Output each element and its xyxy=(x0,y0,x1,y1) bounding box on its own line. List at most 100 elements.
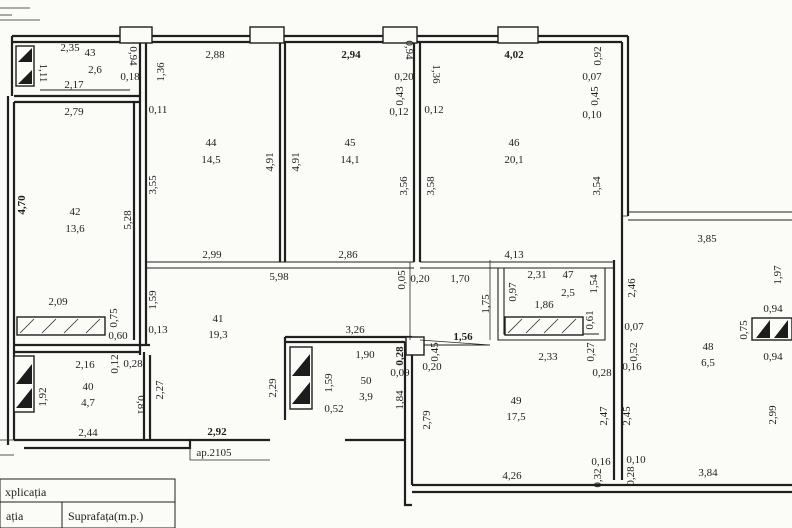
dimension-label: 3,84 xyxy=(698,467,718,479)
room-48-number: 48 xyxy=(703,341,715,353)
dimension-label: 1,86 xyxy=(534,299,554,311)
room-50-area: 3,9 xyxy=(359,391,373,403)
dimension-label: 3,58 xyxy=(425,176,437,196)
dimension-label: 0,20 xyxy=(410,273,430,285)
dimension-label: 5,98 xyxy=(269,271,289,283)
dimension-label: 2,94 xyxy=(341,49,361,61)
room-47-number: 47 xyxy=(563,269,575,281)
dimension-label: 2,99 xyxy=(767,405,779,425)
dimension-label: 0,12 xyxy=(424,104,443,116)
dimension-label: 0,43 xyxy=(394,86,406,106)
dimension-label: 4,02 xyxy=(504,49,524,61)
dimension-label: 1,56 xyxy=(453,331,473,343)
dimension-label: 1,75 xyxy=(480,294,492,314)
dimension-label: 0,28 xyxy=(394,346,406,366)
room-44-area: 14,5 xyxy=(201,154,221,166)
dimension-label: 2,16 xyxy=(75,359,95,371)
dimension-label: 2,17 xyxy=(64,79,84,91)
dimension-label: 0,32 xyxy=(592,468,604,487)
dimension-label: 1,59 xyxy=(147,290,159,310)
dimension-label: 4,13 xyxy=(504,249,524,261)
dimension-label: 0,20 xyxy=(422,361,442,373)
dimension-label: 0,13 xyxy=(148,324,168,336)
dimension-label: 0,97 xyxy=(507,282,519,302)
dimension-label: 1,59 xyxy=(323,373,335,393)
dimension-label: 0,16 xyxy=(622,361,642,373)
dimension-label: 0,28 xyxy=(592,367,612,379)
dimension-label: 2,35 xyxy=(60,42,80,54)
room-49-area: 17,5 xyxy=(506,411,526,423)
pillars xyxy=(119,26,539,356)
dimension-label: 4,26 xyxy=(502,470,522,482)
dimension-label: 1,54 xyxy=(588,274,600,294)
dimension-label: 2,33 xyxy=(538,351,558,363)
dimension-label: 2,99 xyxy=(202,249,222,261)
dimension-label: 2,44 xyxy=(78,427,98,439)
dimension-label: 0,28 xyxy=(123,358,143,370)
dimension-label: 0,16 xyxy=(591,456,611,468)
dimension-label: 0,52 xyxy=(324,403,343,415)
legend-title: xplicația xyxy=(5,485,47,499)
room-46-area: 20,1 xyxy=(504,154,523,166)
dimension-label: 1,92 xyxy=(37,387,49,406)
dimension-label: 1,11 xyxy=(37,64,49,83)
room-48-area: 6,5 xyxy=(701,357,715,369)
dimension-label: 0,75 xyxy=(738,320,750,340)
dimension-label: 0,81 xyxy=(135,395,147,414)
room-49-number: 49 xyxy=(511,395,523,407)
dimension-label: 2,92 xyxy=(207,426,227,438)
room-41-area: 19,3 xyxy=(208,329,228,341)
room-45-area: 14,1 xyxy=(340,154,359,166)
dimension-label: 0,45 xyxy=(429,342,441,362)
dimension-label: 3,85 xyxy=(697,233,717,245)
dimension-label: 0,05 xyxy=(396,270,408,290)
dimension-label: 0,27 xyxy=(585,342,597,362)
dimension-label: 2,27 xyxy=(154,380,166,400)
dimension-label: 0,45 xyxy=(589,86,601,106)
dimension-label: 3,56 xyxy=(398,176,410,196)
dimension-label: 1,97 xyxy=(772,265,784,285)
fixtures xyxy=(13,45,792,413)
dimension-label: 4,91 xyxy=(290,152,302,171)
dimension-label: 0,12 xyxy=(389,106,408,118)
dimension-label: 0,07 xyxy=(624,321,644,333)
dimension-label: 2,46 xyxy=(626,278,638,298)
dimension-label: 0,18 xyxy=(120,71,140,83)
dimension-label: 3,26 xyxy=(345,324,365,336)
dimension-label: 0,94 xyxy=(403,40,415,60)
apartment-label: ap.2105 xyxy=(196,447,232,459)
dimension-label: 0,52 xyxy=(628,342,640,361)
dimension-label: 0,94 xyxy=(763,303,783,315)
dimension-label: 0,60 xyxy=(108,330,128,342)
dimension-label: 2,88 xyxy=(205,49,225,61)
dimension-label: 0,75 xyxy=(108,308,120,328)
room-40-number: 40 xyxy=(83,381,95,393)
dimension-label: 0,10 xyxy=(626,454,646,466)
room-43-area: 2,6 xyxy=(88,64,102,76)
legend-table: xplicația ația Suprafața(m.p.) xyxy=(0,478,176,528)
room-47-area: 2,5 xyxy=(561,287,575,299)
room-45-number: 45 xyxy=(345,137,357,149)
dimension-label: 2,31 xyxy=(527,269,546,281)
dimension-label: 2,45 xyxy=(621,406,633,426)
dimension-label: 3,55 xyxy=(147,175,159,195)
legend-column-name: ația xyxy=(6,509,24,523)
dimension-label: 1,84 xyxy=(394,390,406,410)
legend-column-area: Suprafața(m.p.) xyxy=(68,509,143,523)
dimension-label: 1,36 xyxy=(155,62,167,82)
dimension-label: 4,91 xyxy=(264,152,276,171)
dimension-labels: 2,35 2,17 2,79 1,11 0,18 0,94 2,88 1,36 … xyxy=(16,40,784,487)
dimension-label: 2,29 xyxy=(267,378,279,398)
dimension-label: 0,10 xyxy=(582,109,602,121)
dimension-label: 2,09 xyxy=(48,296,68,308)
dimension-label: 0,07 xyxy=(582,71,602,83)
detail-lines xyxy=(0,7,628,461)
room-labels: 43 2,6 44 14,5 45 14,1 46 20,1 42 13,6 4… xyxy=(65,47,715,423)
dimension-label: 0,92 xyxy=(592,46,604,65)
room-44-number: 44 xyxy=(206,137,218,149)
room-42-area: 13,6 xyxy=(65,223,85,235)
room-50-number: 50 xyxy=(361,375,373,387)
walls xyxy=(6,34,792,507)
room-41-number: 41 xyxy=(213,313,224,325)
